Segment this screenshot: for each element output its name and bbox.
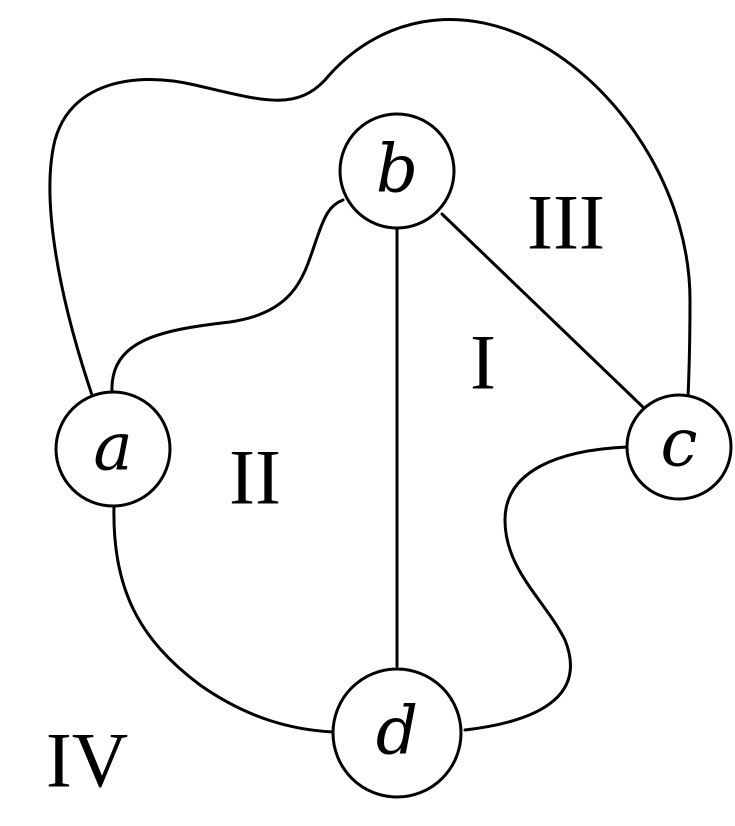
node-c: c — [625, 393, 733, 501]
edge-a-c — [48, 18, 692, 399]
node-b-label: b — [376, 131, 418, 208]
node-d-label: d — [376, 693, 418, 770]
node-d: d — [331, 667, 463, 799]
node-c-label: c — [661, 405, 698, 482]
region-label-III: III — [527, 179, 605, 266]
edge-b-c — [440, 212, 648, 412]
region-label-II: II — [229, 434, 281, 521]
edge-a-b — [110, 198, 345, 394]
node-a: a — [54, 390, 172, 508]
node-a-label: a — [93, 409, 132, 486]
edges — [48, 18, 692, 734]
edge-c-d — [463, 445, 629, 732]
region-label-IV: IV — [46, 717, 128, 804]
region-label-I: I — [470, 319, 496, 406]
node-b: b — [338, 112, 456, 230]
regions: I II III IV — [46, 179, 605, 804]
edge-a-d — [112, 504, 335, 734]
nodes: a b c d — [54, 112, 733, 799]
